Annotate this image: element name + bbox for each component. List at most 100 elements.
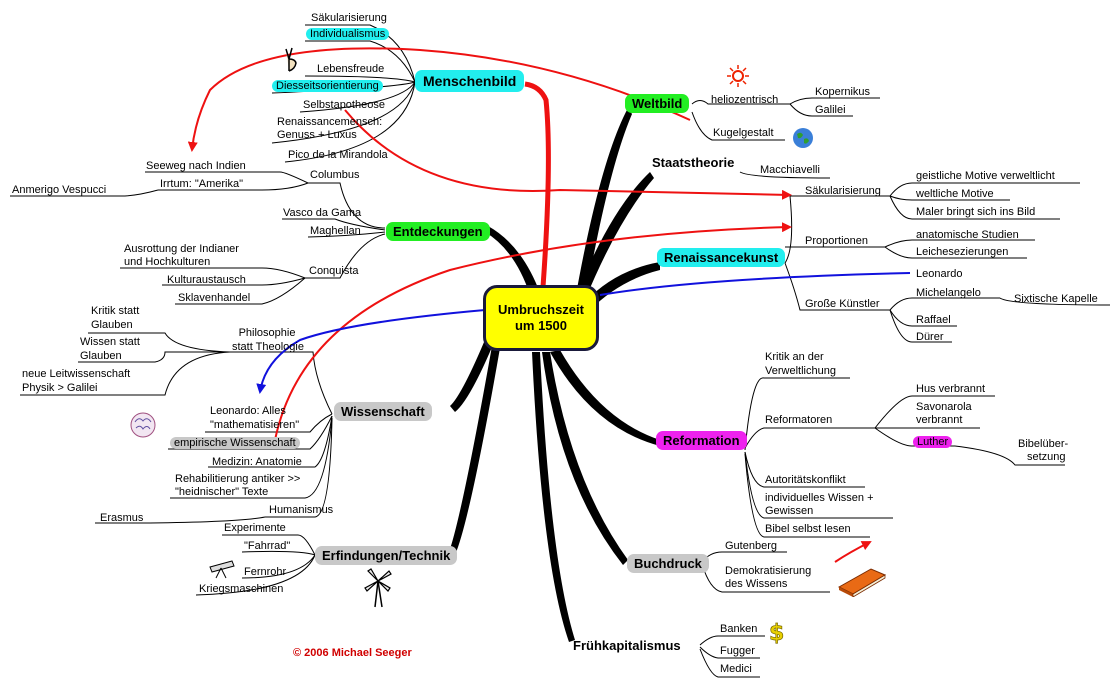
branch-wissenschaft[interactable]: Wissenschaft [334,402,432,421]
wissenschaft-empirisch[interactable]: empirische Wissenschaft [170,437,300,449]
branch-renaissancekunst[interactable]: Renaissancekunst [657,248,786,267]
relation-arrows-blue [256,272,911,394]
renaissance-raffael[interactable]: Raffael [916,314,951,326]
renaissance-item[interactable]: anatomische Studien [916,229,1019,241]
reformation-individuell[interactable]: individuelles Wissen + [765,492,874,504]
renaissance-sixtinisch[interactable]: Sixtische Kapelle [1014,293,1098,305]
renaissance-item[interactable]: weltliche Motive [916,188,994,200]
reformation-kritik[interactable]: Kritik an der [765,351,824,363]
erfindungen-kriegsmaschinen[interactable]: Kriegsmaschinen [199,583,284,595]
renaissance-michelangelo[interactable]: Michelangelo [916,287,981,299]
entdeckungen-columbus[interactable]: Columbus [310,169,360,181]
fruehkapitalismus-medici[interactable]: Medici [720,663,752,675]
reformation-reformatoren[interactable]: Reformatoren [765,414,833,426]
renaissance-item[interactable]: Maler bringt sich ins Bild [916,206,1036,218]
globe-icon [793,128,813,148]
reformation-savonarola[interactable]: Savonarola [916,401,972,413]
reformation-kritik[interactable]: Verweltlichung [765,365,836,377]
windmill-icon [364,568,392,608]
reformation-autoritaet[interactable]: Autoritätskonflikt [765,474,846,486]
buchdruck-demokratisierung[interactable]: Demokratisierung [725,565,812,577]
fruehkapitalismus-banken[interactable]: Banken [720,623,758,635]
buchdruck-demokratisierung[interactable]: des Wissens [725,578,788,590]
erfindungen-fernrohr[interactable]: Fernrohr [244,566,287,578]
buchdruck-gutenberg[interactable]: Gutenberg [725,540,777,552]
reformation-bibellesen[interactable]: Bibel selbst lesen [765,523,851,535]
reformation-luther[interactable]: Luther [913,436,953,448]
erfindungen-fahrrad[interactable]: "Fahrrad" [244,540,291,552]
branch-erfindungen[interactable]: Erfindungen/Technik [315,546,458,565]
entdeckungen-vasco[interactable]: Vasco da Gama [283,207,362,219]
wissenschaft-rehabilitierung[interactable]: "heidnischer" Texte [175,486,269,498]
reformation-bibeluebersetzung[interactable]: setzung [1027,451,1066,463]
weltbild-kopernikus[interactable]: Kopernikus [815,86,871,98]
menschenbild-item[interactable]: Renaissancemensch: [277,116,383,128]
sun-icon [727,65,749,87]
wissenschaft-kritik[interactable]: Glauben [91,319,133,331]
weltbild-heliozentrisch[interactable]: heliozentrisch [711,94,779,106]
menschenbild-item[interactable]: Genuss + Luxus [277,129,357,141]
wissenschaft-philosophie[interactable]: statt Theologie [232,341,304,353]
entdeckungen-ausrottung[interactable]: Ausrottung der Indianer [124,243,239,255]
wissenschaft-erasmus[interactable]: Erasmus [100,512,144,524]
reformation-bibeluebersetzung[interactable]: Bibelüber- [1018,438,1069,450]
staatstheorie-macchiavelli[interactable]: Macchiavelli [760,164,820,176]
fruehkapitalismus-fugger[interactable]: Fugger [720,645,755,657]
renaissance-proportionen[interactable]: Proportionen [805,235,868,247]
branch-staatstheorie[interactable]: Staatstheorie [652,155,735,170]
entdeckungen-ausrottung[interactable]: und Hochkulturen [124,256,211,268]
entdeckungen-conquista[interactable]: Conquista [309,265,359,277]
renaissance-leonardo[interactable]: Leonardo [916,268,963,280]
reformation-individuell[interactable]: Gewissen [765,505,814,517]
branch-entdeckungen[interactable]: Entdeckungen [386,222,490,241]
branch-weltbild[interactable]: Weltbild [625,94,690,113]
sub-lines [10,24,1111,678]
central-topic-line2: um 1500 [514,318,568,333]
branch-fruehkapitalismus[interactable]: Frühkapitalismus [573,638,681,653]
weltbild-galilei[interactable]: Galilei [815,104,846,116]
dollar-sign-icon: $ [769,621,785,645]
entdeckungen-kulturaustausch[interactable]: Kulturaustausch [167,274,246,286]
menschenbild-item[interactable]: Säkularisierung [311,12,387,24]
entdeckungen-vespucci[interactable]: Anmerigo Vespucci [12,184,107,196]
wissenschaft-philosophie[interactable]: Philosophie [238,327,296,339]
wissenschaft-leonardo[interactable]: Leonardo: Alles [210,405,286,417]
wissenschaft-rehabilitierung[interactable]: Rehabilitierung antiker >> [175,473,301,485]
entdeckungen-sklavenhandel[interactable]: Sklavenhandel [178,292,251,304]
wissenschaft-humanismus[interactable]: Humanismus [269,504,334,516]
reformation-savonarola[interactable]: verbrannt [916,414,963,426]
wissenschaft-leonardo[interactable]: "mathematisieren" [210,419,300,431]
wissenschaft-medizin[interactable]: Medizin: Anatomie [212,456,302,468]
renaissance-saekularisierung[interactable]: Säkularisierung [805,185,881,197]
wissenschaft-wissen[interactable]: Wissen statt [80,336,140,348]
erfindungen-experimente[interactable]: Experimente [224,522,286,534]
menschenbild-item[interactable]: Diesseitsorientierung [272,80,383,92]
wissenschaft-leitwissenschaft[interactable]: Physik > Galilei [22,382,98,394]
branch-menschenbild[interactable]: Menschenbild [415,70,525,92]
svg-text:$: $ [769,621,784,645]
menschenbild-item[interactable]: Lebensfreude [317,63,385,75]
branch-buchdruck[interactable]: Buchdruck [627,554,709,573]
relation-arrows-red [187,47,872,563]
renaissance-kuenstler[interactable]: Große Künstler [805,298,880,310]
weltbild-kugelgestalt[interactable]: Kugelgestalt [713,127,774,139]
entdeckungen-maghellan[interactable]: Maghellan [310,225,361,237]
renaissance-item[interactable]: Leichesezierungen [916,246,1009,258]
entdeckungen-irrtum[interactable]: Irrtum: "Amerika" [160,178,243,190]
reformation-hus[interactable]: Hus verbrannt [916,383,986,395]
branch-reformation[interactable]: Reformation [656,431,747,450]
copyright-note: © 2006 Michael Seeger [293,647,412,659]
central-topic-line1: Umbruchszeit [498,302,584,317]
entdeckungen-seeweg[interactable]: Seeweg nach Indien [146,160,246,172]
wissenschaft-kritik[interactable]: Kritik statt [91,305,140,317]
renaissance-duerer[interactable]: Dürer [916,331,944,343]
wissenschaft-leitwissenschaft[interactable]: neue Leitwissenschaft [22,368,131,380]
menschenbild-item[interactable]: Individualismus [306,28,390,40]
menschenbild-item[interactable]: Selbstapotheose [303,99,385,111]
renaissance-item[interactable]: geistliche Motive verweltlicht [916,170,1055,182]
book-icon [837,568,887,597]
wissenschaft-wissen[interactable]: Glauben [80,350,122,362]
menschenbild-item[interactable]: Pico de la Mirandola [288,149,388,161]
